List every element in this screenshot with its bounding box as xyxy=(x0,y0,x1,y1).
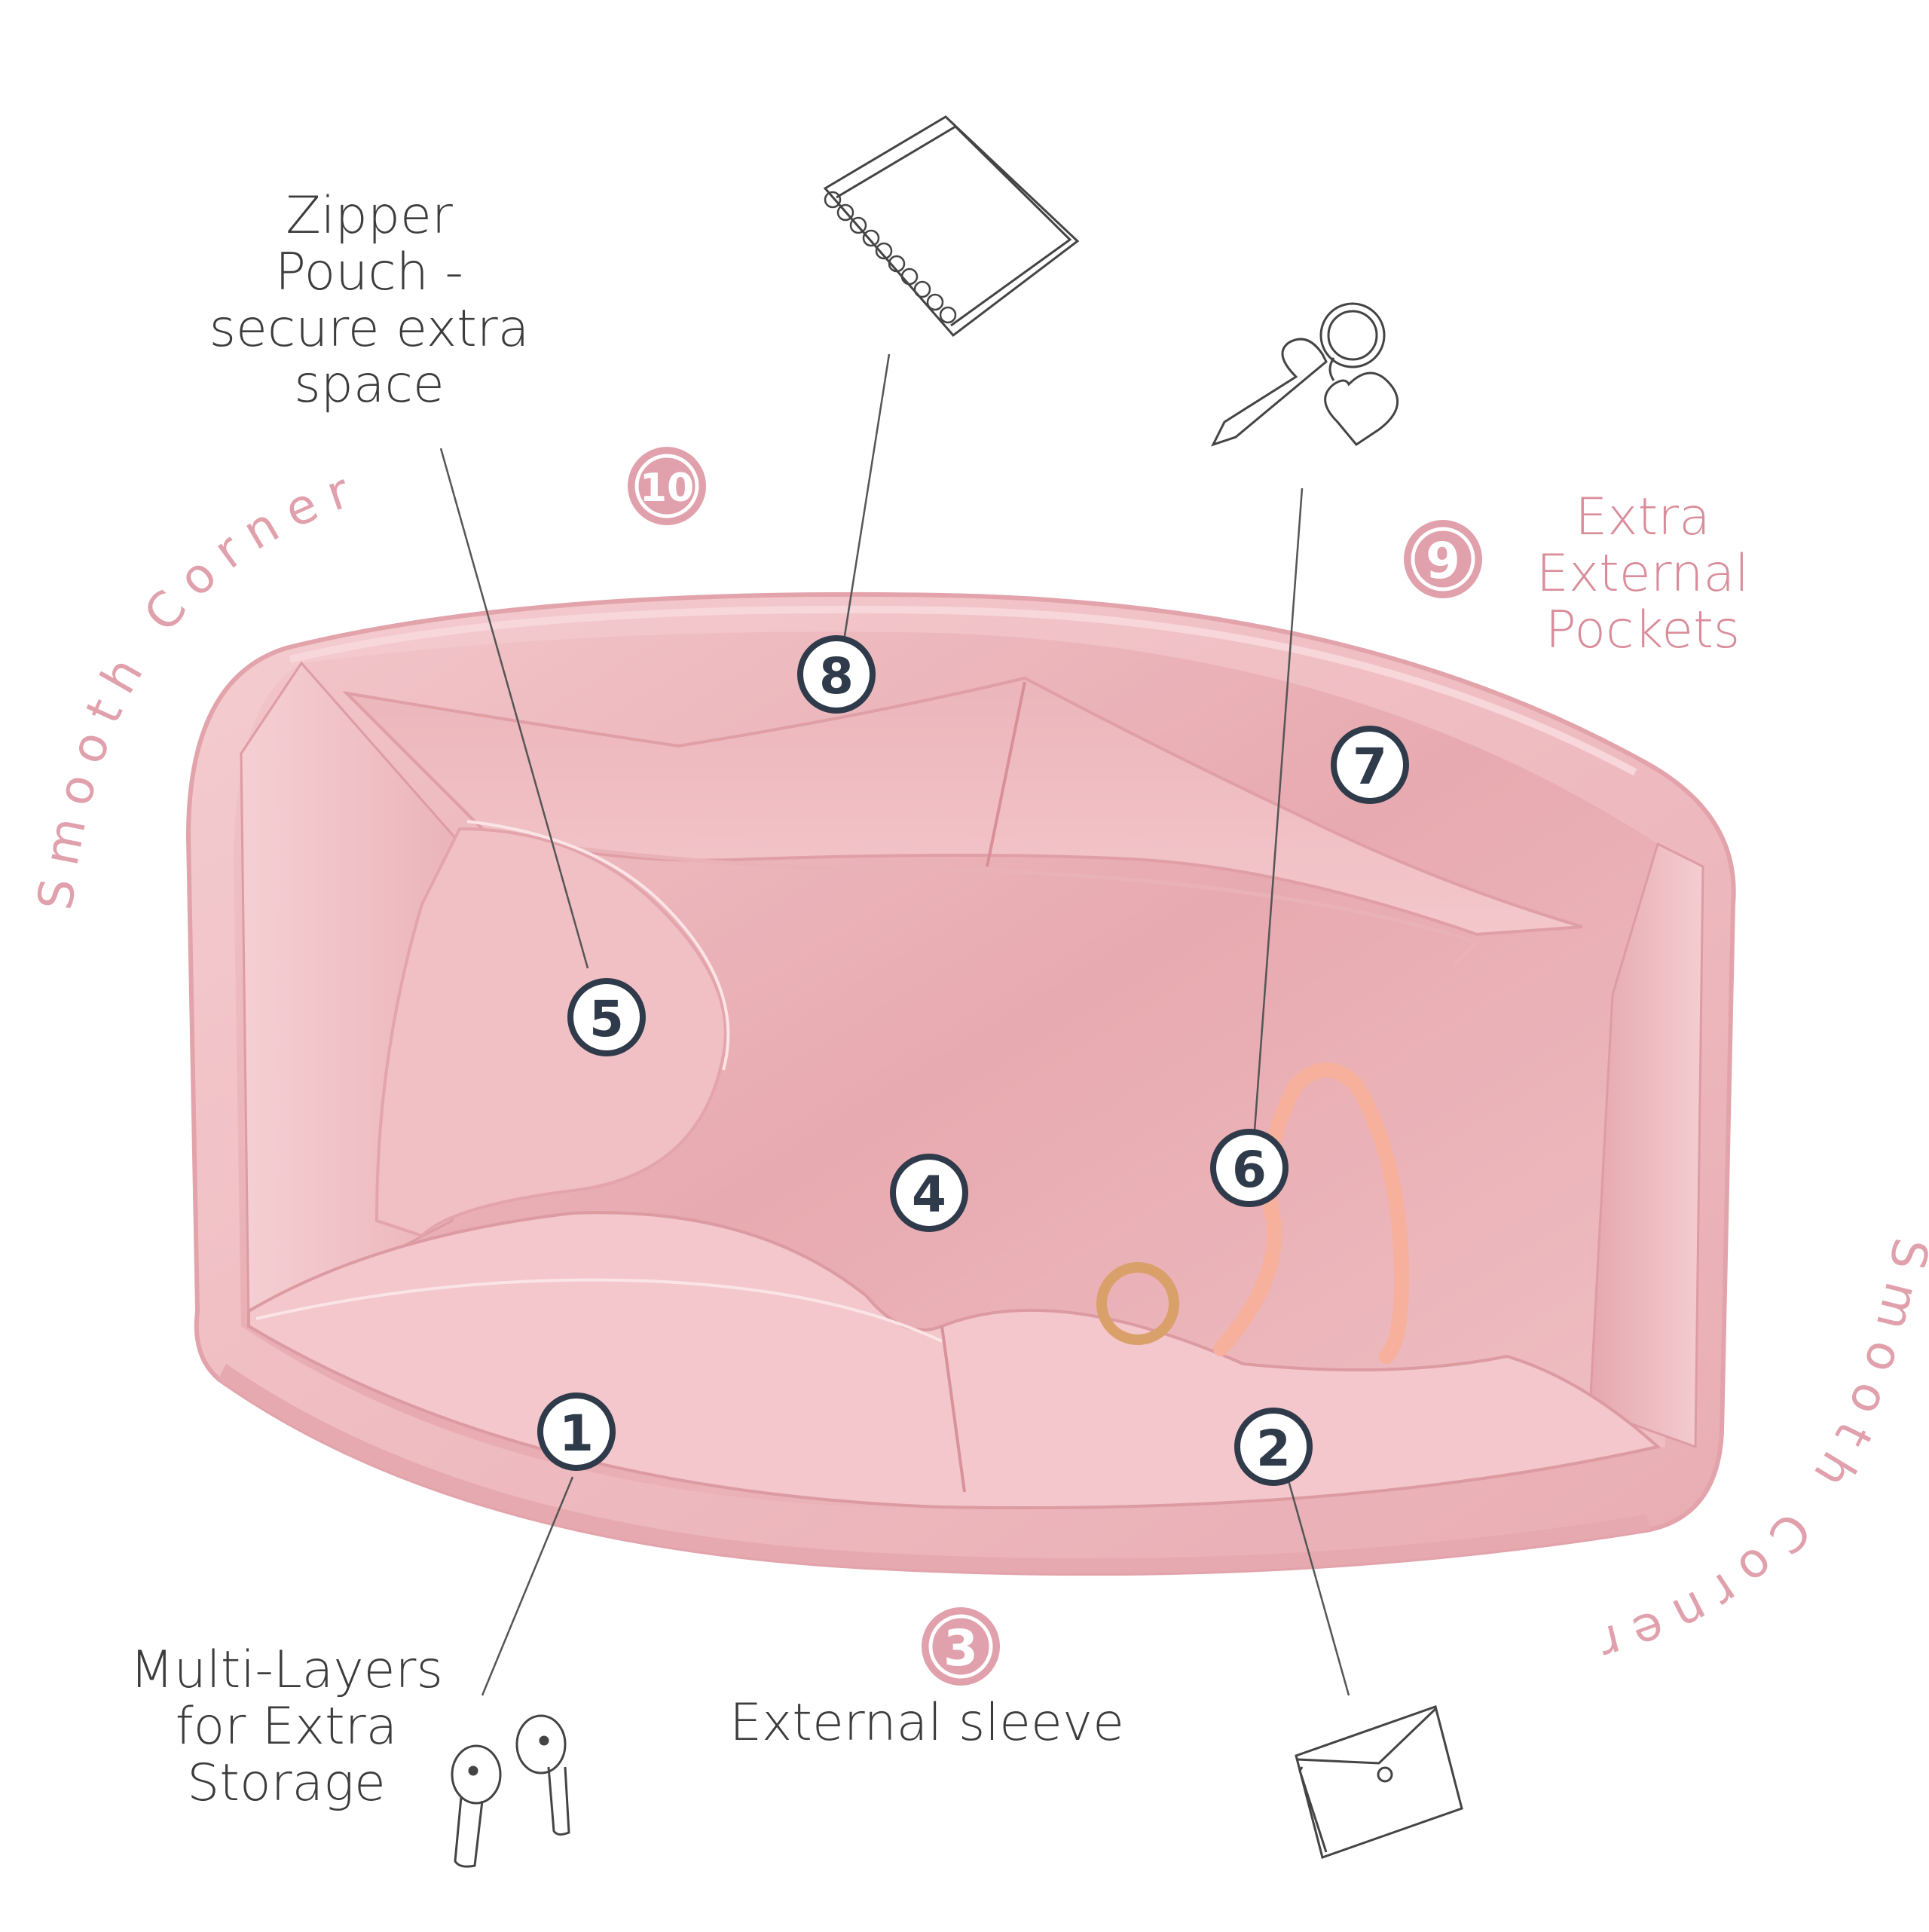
zipper-pouch-label-line1: Zipper xyxy=(286,186,453,246)
key-ring-clasp xyxy=(1096,1262,1179,1345)
leader-line-1 xyxy=(481,1476,574,1696)
marker-10-number: 10 xyxy=(640,466,694,511)
external-pockets-label-line2: External xyxy=(1536,543,1750,604)
marker-6: 6 xyxy=(1210,1129,1289,1207)
multi-layers-label-line2: for Extra xyxy=(175,1696,398,1756)
marker-8-number: 8 xyxy=(819,647,854,705)
keys-icon xyxy=(1211,302,1399,447)
marker-8: 8 xyxy=(797,635,876,714)
leader-line-8 xyxy=(842,353,891,641)
notebook-icon xyxy=(823,115,1080,338)
external-sleeve-label: External sleeve xyxy=(716,1695,1138,1752)
marker-1-number: 1 xyxy=(559,1405,594,1463)
earbuds-icon xyxy=(451,1714,570,1868)
wallet-icon xyxy=(1295,1705,1463,1859)
leader-lines xyxy=(439,353,1350,1696)
marker-7: 7 xyxy=(1331,726,1409,804)
marker-9-number: 9 xyxy=(1426,532,1460,590)
marker-2-number: 2 xyxy=(1256,1420,1291,1478)
zipper-pouch-flap xyxy=(374,827,727,1238)
floor-fold-line xyxy=(481,834,1481,966)
external-pockets-label-line1: Extra xyxy=(1575,488,1710,547)
leader-line-6 xyxy=(1253,488,1304,1131)
external-pockets-label-line3: Pockets xyxy=(1545,600,1741,660)
marker-2: 2 xyxy=(1234,1408,1313,1486)
marker-4: 4 xyxy=(890,1154,968,1232)
marker-6-number: 6 xyxy=(1232,1141,1267,1199)
key-ring-strap xyxy=(1213,1062,1410,1364)
multi-layers-label: Multi-Layers for Extra Storage xyxy=(113,1640,460,1813)
marker-9: 9 xyxy=(1404,520,1482,598)
marker-1: 1 xyxy=(537,1392,616,1471)
marker-3-number: 3 xyxy=(943,1619,978,1677)
external-sleeve-label-text: External sleeve xyxy=(729,1693,1124,1753)
marker-3: 3 xyxy=(922,1607,1000,1686)
zipper-pouch-label-line2: Pouch - xyxy=(275,242,463,302)
back-pocket-seam xyxy=(986,681,1026,867)
zipper-pouch-edge xyxy=(466,820,730,1071)
marker-5-number: 5 xyxy=(589,990,624,1048)
organizer-right-wall xyxy=(1588,842,1704,1449)
organizer-top-rim xyxy=(289,605,1637,776)
external-pockets-label: Extra External Pockets xyxy=(1499,488,1786,660)
zipper-pouch-label-line3: secure extra xyxy=(209,298,530,359)
external-sleeve-band xyxy=(219,1364,1650,1574)
leader-line-5 xyxy=(439,448,589,969)
bag-organizer xyxy=(185,592,1736,1576)
front-pocket-seam xyxy=(940,1325,966,1493)
marker-7-number: 7 xyxy=(1353,738,1387,796)
marker-4-number: 4 xyxy=(912,1166,946,1224)
multi-layers-label-line1: Multi-Layers xyxy=(130,1640,443,1700)
multi-layers-label-line3: Storage xyxy=(187,1753,386,1813)
zipper-pouch-label-line4: space xyxy=(294,355,445,415)
marker-5: 5 xyxy=(567,978,646,1056)
leader-line-2 xyxy=(1287,1480,1350,1696)
zipper-pouch-label: Zipper Pouch - secure extra space xyxy=(188,188,550,414)
marker-10: 10 xyxy=(628,447,706,525)
front-pocket-edge xyxy=(255,1278,943,1343)
